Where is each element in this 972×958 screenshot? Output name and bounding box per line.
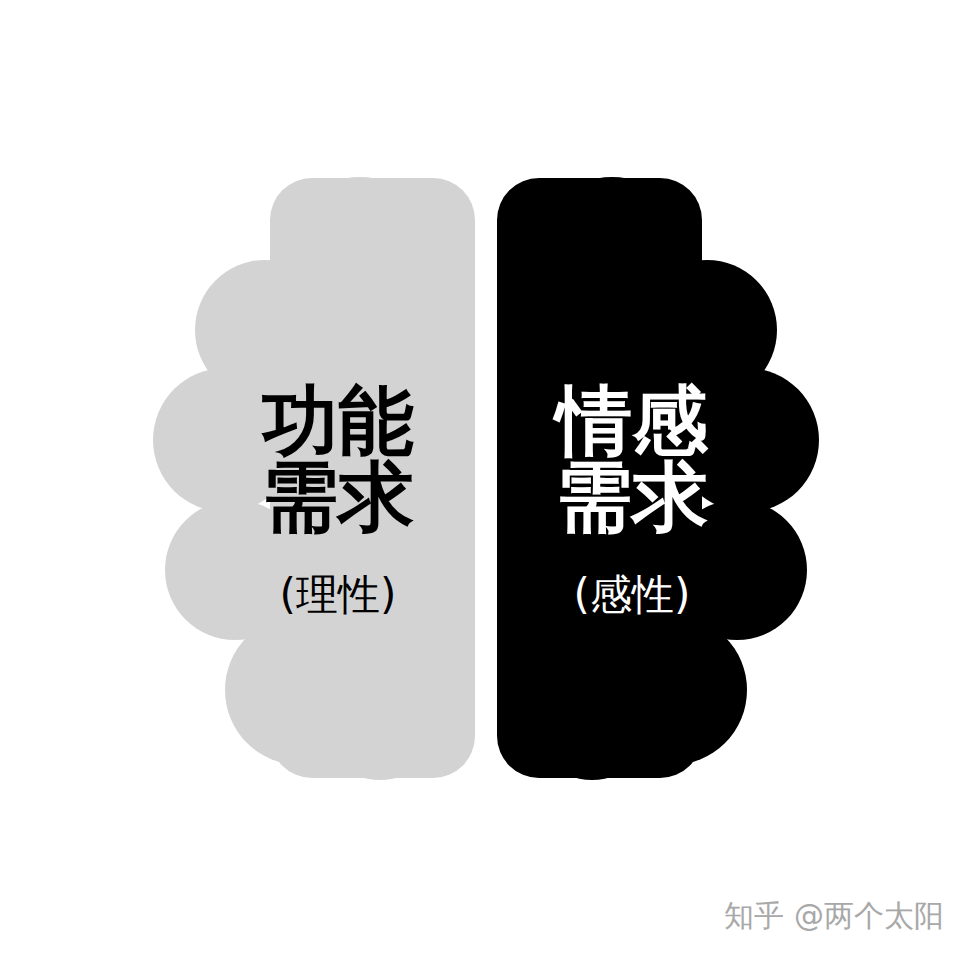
need-heading: 情感 需求: [545, 383, 720, 535]
brain-lobe: [527, 650, 657, 780]
need-heading: 功能 需求: [251, 383, 426, 535]
watermark: 知乎 @两个太阳: [724, 896, 944, 937]
need-subtitle: (感性): [574, 570, 691, 620]
brain-lobe: [315, 650, 445, 780]
need-subtitle: (理性): [280, 570, 397, 620]
emotional-brain-half: 情感 需求 (感性): [492, 175, 826, 783]
rational-brain-half: 功能 需求 (理性): [150, 175, 480, 783]
